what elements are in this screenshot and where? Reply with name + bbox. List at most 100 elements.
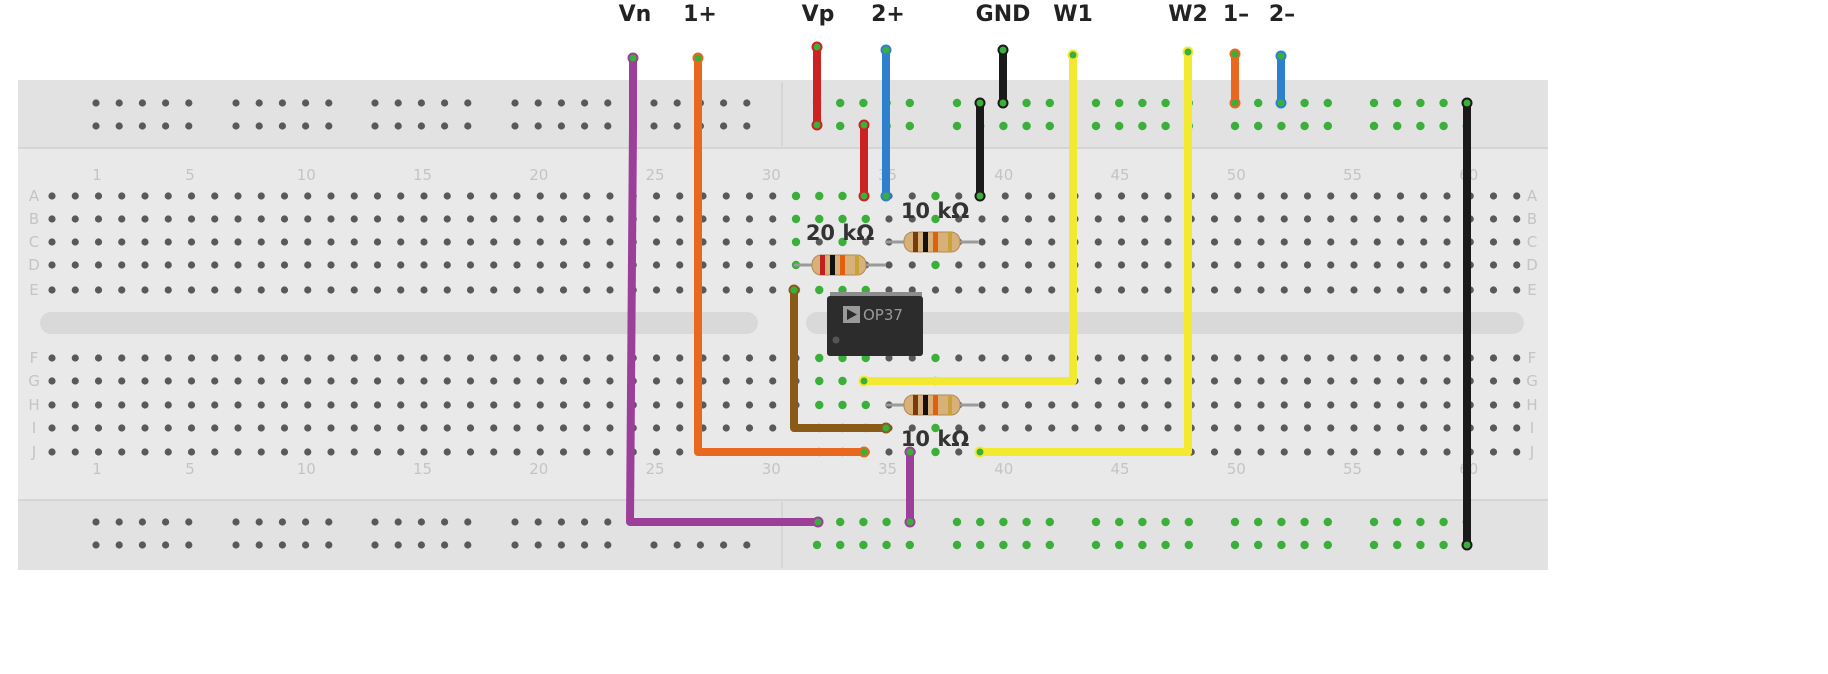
- hole: [1280, 354, 1288, 362]
- hole: [280, 261, 289, 269]
- hole: [1327, 377, 1335, 385]
- column-number: 10: [297, 460, 316, 478]
- rail-hole: [394, 518, 402, 526]
- column-number: 15: [413, 460, 432, 478]
- hole: [745, 215, 754, 223]
- hole: [1373, 354, 1381, 362]
- resistor-10k-top: [886, 231, 978, 253]
- hole: [745, 401, 754, 409]
- hole: [141, 261, 149, 269]
- hole: [373, 261, 382, 269]
- hole: [676, 215, 684, 223]
- hole: [466, 286, 475, 294]
- column-number: 50: [1227, 460, 1246, 478]
- rail-hole: [441, 518, 449, 526]
- wire-end-dot: [1461, 97, 1473, 109]
- hole: [606, 424, 614, 432]
- rail-hole: [162, 518, 170, 526]
- rail-hole: [325, 541, 333, 549]
- rail-hole: [302, 99, 310, 107]
- rail-hole: [836, 517, 845, 527]
- hole: [1489, 401, 1498, 409]
- row-letter: J: [1529, 443, 1534, 461]
- hole: [466, 424, 475, 432]
- hole: [257, 377, 265, 385]
- hole: [1257, 238, 1265, 246]
- hole: [280, 192, 289, 200]
- rail-hole: [952, 98, 962, 108]
- hole: [1327, 401, 1335, 409]
- rail-hole: [696, 541, 705, 549]
- hole: [1234, 286, 1242, 294]
- rail-hole: [1230, 517, 1240, 527]
- hole: [48, 286, 56, 294]
- hole: [1327, 424, 1335, 432]
- hole: [443, 215, 451, 223]
- hole: [1117, 286, 1126, 294]
- rail-hole: [255, 99, 263, 107]
- hole: [397, 401, 405, 409]
- hole: [838, 214, 847, 224]
- rail-hole: [1115, 540, 1124, 550]
- hole: [1420, 354, 1428, 362]
- hole: [1373, 192, 1381, 200]
- rail-hole: [581, 518, 589, 526]
- rail-hole: [1138, 517, 1147, 527]
- hole: [1234, 215, 1242, 223]
- hole: [559, 448, 568, 456]
- hole: [652, 448, 661, 456]
- hole: [1094, 354, 1102, 362]
- hole: [187, 354, 196, 362]
- rail-hole: [464, 122, 472, 130]
- hole: [164, 401, 172, 409]
- hole: [71, 261, 79, 269]
- hole: [1396, 286, 1405, 294]
- hole: [1489, 377, 1498, 385]
- rail-hole: [1369, 98, 1379, 108]
- hole: [1327, 238, 1335, 246]
- hole: [1443, 377, 1451, 385]
- rail-hole: [952, 540, 962, 550]
- row-letter: F: [30, 349, 39, 367]
- hole: [978, 286, 986, 294]
- rail-hole: [185, 541, 193, 549]
- hole: [1210, 238, 1219, 246]
- hole: [1210, 192, 1219, 200]
- label-1-plus: 1+: [683, 2, 717, 27]
- hole: [536, 261, 544, 269]
- hole: [1396, 424, 1405, 432]
- hole: [1396, 261, 1405, 269]
- hole: [815, 191, 824, 201]
- hole: [420, 377, 428, 385]
- hole: [1071, 424, 1079, 432]
- wire-end-dot: [880, 44, 892, 56]
- hole: [1327, 215, 1335, 223]
- rail-hole: [743, 122, 751, 130]
- hole: [1489, 192, 1498, 200]
- rail-hole: [720, 122, 728, 130]
- hole: [1024, 401, 1033, 409]
- hole: [466, 261, 475, 269]
- hole: [676, 238, 684, 246]
- hole: [745, 377, 754, 385]
- hole: [1024, 424, 1033, 432]
- hole: [1141, 261, 1149, 269]
- hole: [1210, 215, 1219, 223]
- hole: [745, 238, 754, 246]
- rail-hole: [859, 98, 868, 108]
- hole: [1489, 286, 1498, 294]
- hole: [931, 423, 940, 433]
- hole: [1489, 354, 1498, 362]
- row-letter: E: [29, 281, 38, 299]
- rail-hole: [417, 541, 425, 549]
- hole: [1350, 377, 1358, 385]
- hole: [1443, 448, 1451, 456]
- resistor-10k-bottom: [886, 394, 978, 416]
- hole: [373, 424, 382, 432]
- hole: [606, 286, 614, 294]
- hole: [234, 354, 242, 362]
- rail-hole: [138, 99, 146, 107]
- hole: [164, 354, 172, 362]
- hole: [978, 401, 986, 409]
- wire-end-dot: [974, 97, 986, 109]
